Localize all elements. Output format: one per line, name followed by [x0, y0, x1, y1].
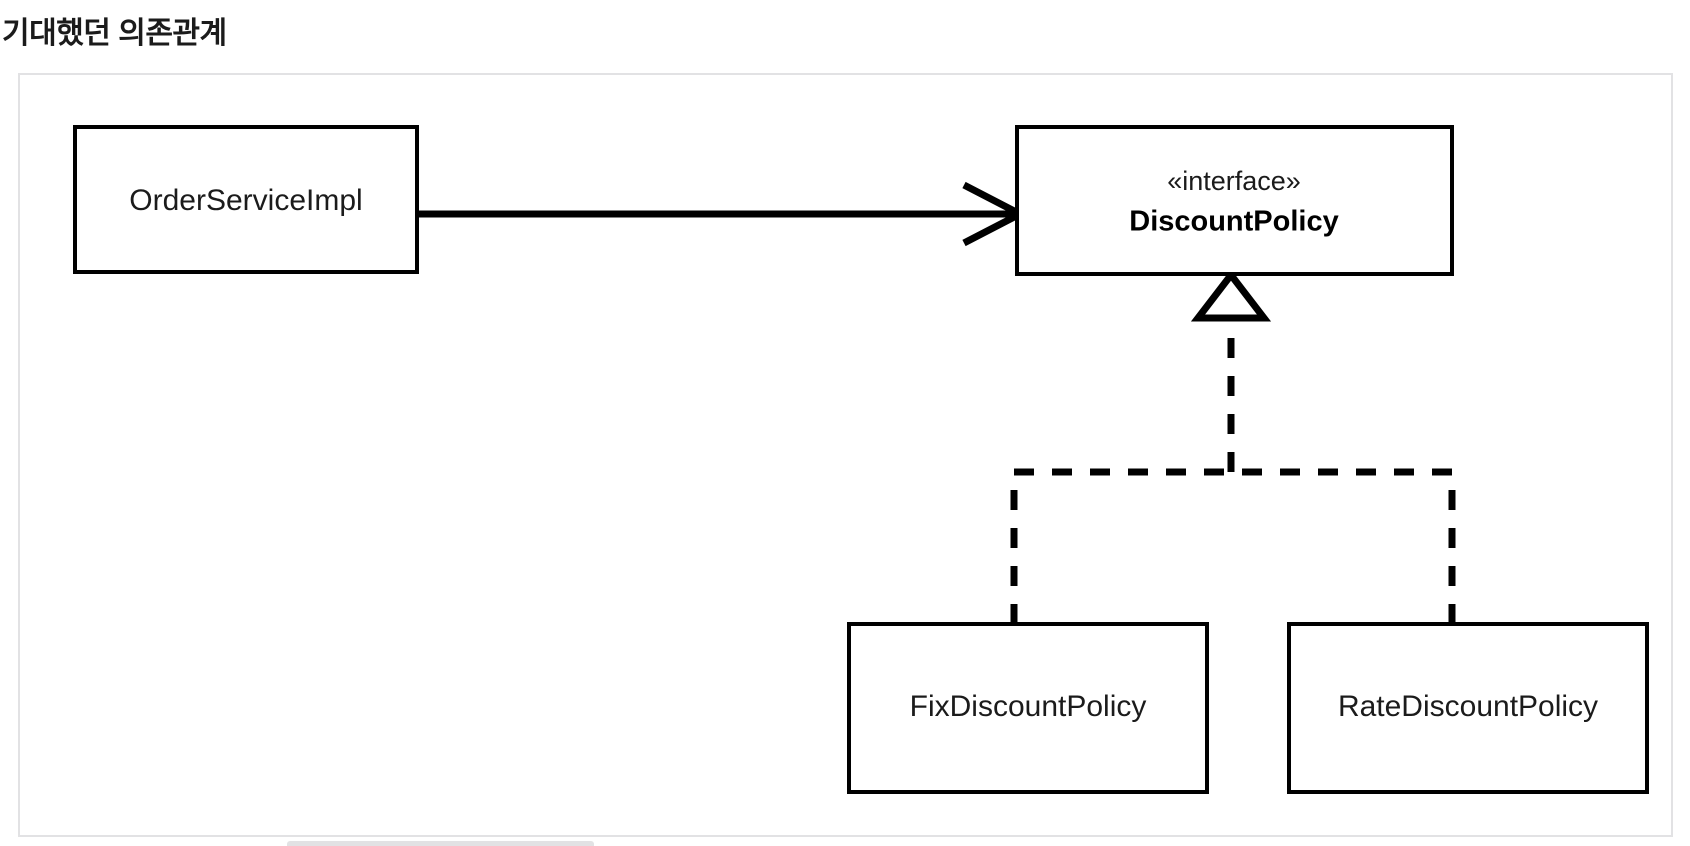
hollow-triangle-icon [1190, 269, 1272, 322]
uml-node-fix-discount-policy[interactable]: FixDiscountPolicy [847, 622, 1209, 794]
page-title: 기대했던 의존관계 [2, 17, 227, 50]
uml-node-rate-discount-policy[interactable]: RateDiscountPolicy [1287, 622, 1649, 794]
uml-node-discount-policy[interactable]: «interface» DiscountPolicy [1015, 125, 1454, 276]
uml-node-label: OrderServiceImpl [129, 184, 362, 217]
edge-dependency [417, 181, 1028, 247]
uml-node-label: FixDiscountPolicy [910, 690, 1147, 723]
edge-realize-fix [1010, 468, 1230, 624]
uml-class-diagram: OrderServiceImpl «interface» DiscountPol… [73, 125, 1649, 794]
uml-node-label: DiscountPolicy [1129, 206, 1339, 238]
edge-realize-rate [1232, 468, 1456, 624]
uml-node-label: RateDiscountPolicy [1338, 690, 1598, 723]
uml-node-stereotype: «interface» [1167, 166, 1301, 196]
uml-node-order-service-impl[interactable]: OrderServiceImpl [73, 125, 419, 274]
diagram-container: OrderServiceImpl «interface» DiscountPol… [18, 73, 1673, 837]
bottom-partial-element [287, 841, 594, 846]
